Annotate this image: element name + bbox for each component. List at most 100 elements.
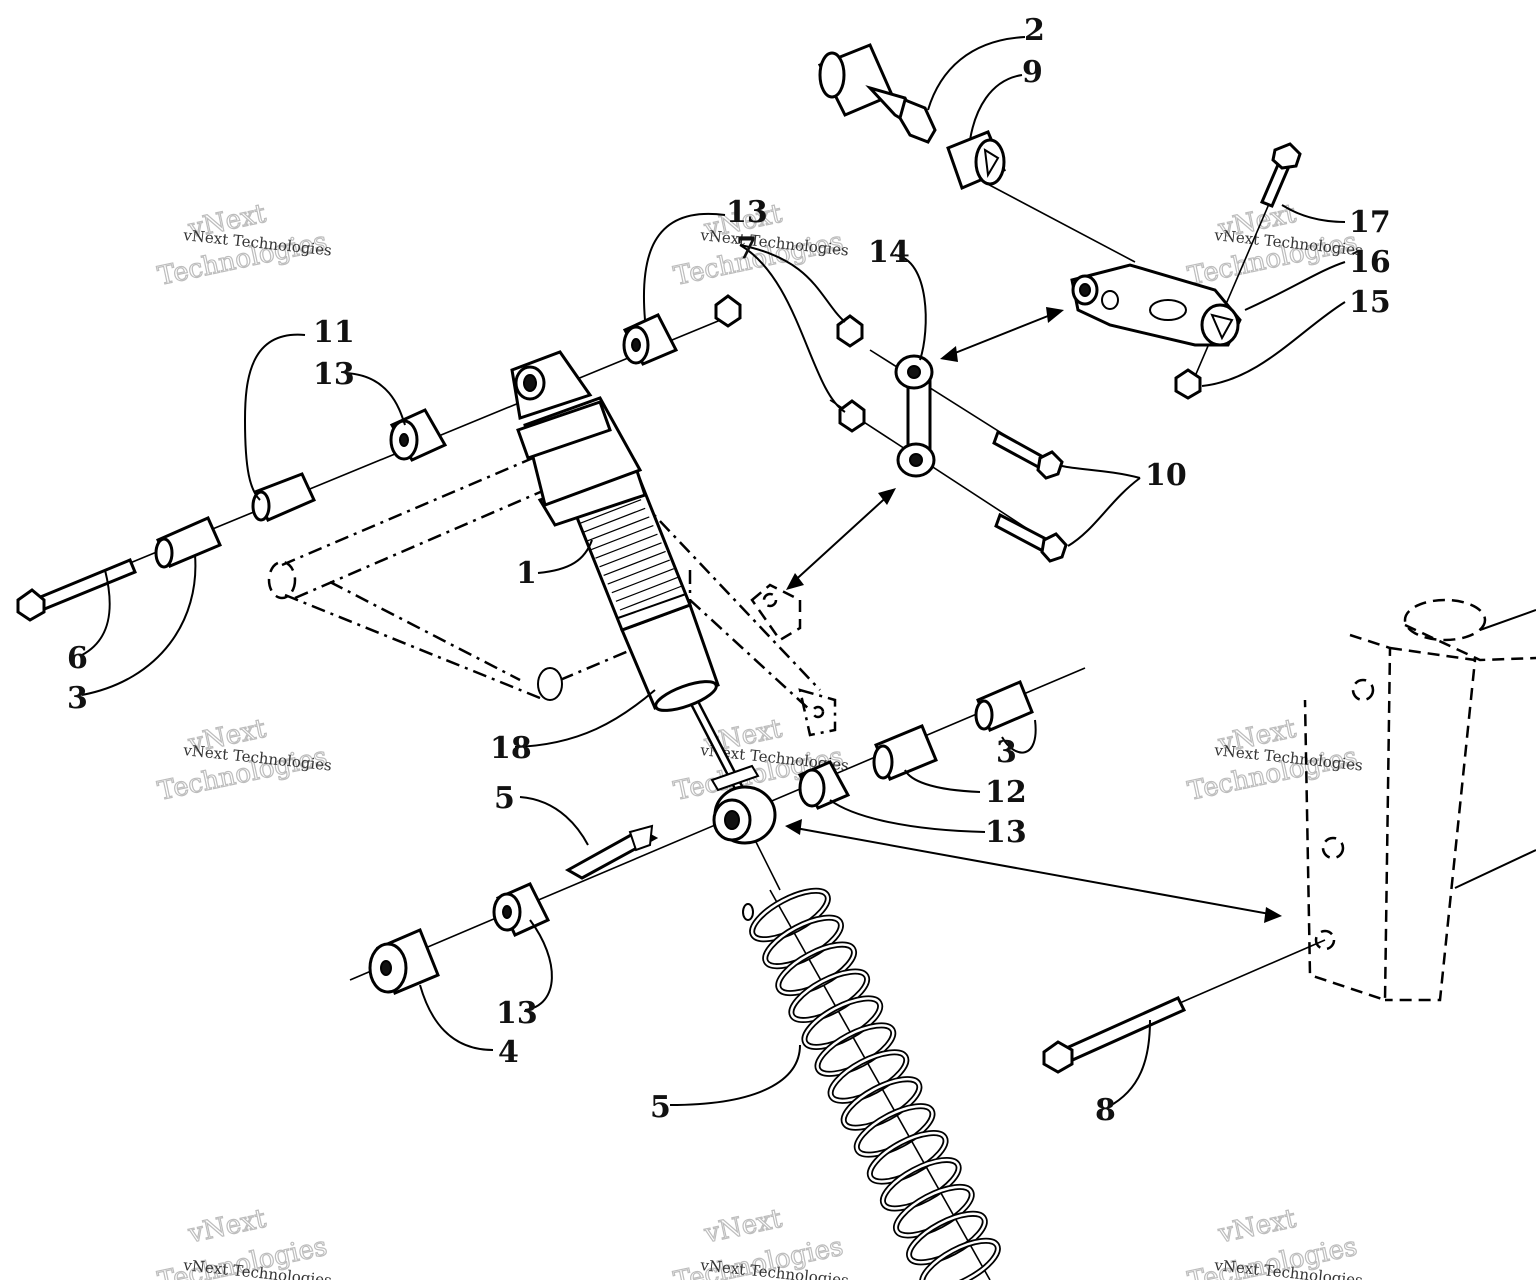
- leader-10: [969, 74, 1023, 141]
- callout-8: 7: [736, 231, 757, 266]
- leader-5: [669, 1044, 801, 1106]
- leader-6: [519, 796, 589, 846]
- callout-2: 2: [1024, 13, 1045, 48]
- sleeve-12-upper-face: [251, 490, 271, 522]
- callout-9: 8: [1095, 1093, 1116, 1128]
- leader-17: [1281, 204, 1346, 223]
- shock-thread-line: [591, 524, 654, 551]
- shock-thread-line: [599, 542, 662, 568]
- arrow-shock-to-frame: [789, 826, 1276, 916]
- shock-lower-eye-hole: [724, 810, 740, 830]
- leader-13-lower-right: [829, 799, 986, 833]
- callout-3-upper: 3: [67, 681, 88, 716]
- bushing-13-upper-left-hole: [399, 433, 409, 447]
- adjuster-assembly: [817, 43, 1302, 400]
- leader-12-upper: [243, 333, 306, 501]
- watermark-group: vNext Technologies vNext Technologies vN…: [155, 198, 1364, 1280]
- leader-1: [537, 539, 593, 574]
- callout-5: 5: [650, 1090, 671, 1125]
- a-arm-mount-hole: [811, 705, 825, 719]
- a-arm-link-hole: [762, 592, 778, 608]
- nut-upper: [714, 294, 742, 328]
- leader-11-upper: [1061, 465, 1141, 479]
- clip-pin-head: [628, 824, 654, 852]
- shock-adjust-nut: [516, 400, 612, 460]
- sleeve-3-upper-face: [154, 537, 174, 569]
- linkage-assembly: [836, 314, 1068, 563]
- leader-16: [1244, 261, 1346, 311]
- shock-lower-cap: [654, 680, 718, 712]
- arrow-head: [1046, 307, 1064, 323]
- leader-4: [419, 984, 494, 1051]
- arrow-link-to-bracket: [789, 491, 893, 586]
- callout-4: 4: [498, 1035, 519, 1070]
- leader-18: [514, 689, 656, 748]
- shock-thread-line: [587, 516, 650, 542]
- frame-solid-tube: [1454, 609, 1536, 889]
- reference-arrows: [785, 307, 1282, 923]
- nut-8-lower: [838, 399, 866, 433]
- shock-spring-seat: [710, 764, 760, 792]
- callout-12-upper: 11: [313, 315, 355, 350]
- shock-thread-line: [619, 585, 683, 611]
- callout-1: 1: [516, 556, 537, 591]
- a-arm-mount-tab: [798, 688, 837, 737]
- adjuster-axis: [979, 179, 1136, 263]
- sleeve-3-lower-face: [974, 699, 994, 731]
- a-arm-top-inner: [294, 488, 546, 600]
- link-lower-eye-hole: [909, 453, 923, 467]
- callout-16: 16: [1349, 245, 1391, 280]
- spring-coil-highlight: [920, 1239, 1000, 1280]
- adjuster-tool-end: [818, 51, 846, 99]
- shock-thread-line: [611, 568, 675, 594]
- callout-11: 10: [1145, 458, 1187, 493]
- bolt-7-head: [16, 588, 46, 622]
- leader-13-upper-right: [642, 212, 726, 321]
- watermark-brand: vNext: [1215, 1204, 1299, 1250]
- arrow-link-to-arm: [944, 311, 1059, 358]
- nut-8-upper: [836, 314, 864, 348]
- leader-13-upper-left: [344, 372, 406, 426]
- shock-spring-axis: [754, 839, 781, 891]
- leader-3-lower: [1001, 719, 1037, 754]
- callout-10: 9: [1022, 55, 1043, 90]
- leader-14: [894, 254, 927, 361]
- leader-9: [1107, 1019, 1151, 1108]
- watermark-brand: vNext: [185, 1204, 269, 1250]
- leader-13-lower: [524, 919, 553, 1011]
- lower-hardware: [368, 680, 1034, 995]
- leader-8-lower: [739, 244, 846, 413]
- bolt-9-head: [1042, 1040, 1074, 1074]
- callout-17: 17: [1349, 205, 1391, 240]
- bushing-13-lower-hole: [502, 905, 512, 919]
- adjuster-arm-eye-hole: [1079, 283, 1091, 297]
- frame-hole-middle: [1321, 836, 1345, 860]
- callout-labels: 2 9 13 7 14 17 16 15 10 11 13 1 6 3 18 5…: [67, 13, 1391, 1128]
- arrow-head: [940, 346, 958, 362]
- frame-upper-tube: [1404, 623, 1536, 662]
- arrow-head: [878, 488, 896, 505]
- sleeve-12-lower-face: [872, 744, 894, 780]
- a-arm-diagonal: [329, 580, 521, 682]
- callout-13-lower-right: 13: [985, 815, 1027, 850]
- nut-15: [1174, 368, 1202, 400]
- bolt-11-upper-shank: [992, 429, 1047, 471]
- adjuster-arm-square: [1210, 313, 1234, 341]
- arrow-head: [1264, 907, 1282, 923]
- spring-coils: [749, 887, 1001, 1280]
- callout-13-lower: 13: [496, 996, 538, 1031]
- frame-phantom: [1303, 598, 1536, 1002]
- spring-coil: [919, 1237, 1001, 1280]
- leader-12-lower: [904, 769, 981, 793]
- callout-13-upper-left: 13: [313, 357, 355, 392]
- upper-hardware: [16, 294, 742, 622]
- adjuster-arm-slot: [1149, 299, 1187, 321]
- shock-thread-line: [582, 507, 646, 533]
- frame-front-plate: [1385, 646, 1477, 1002]
- bolt-9-shank: [1059, 996, 1187, 1064]
- callout-12-lower: 12: [985, 775, 1027, 810]
- collar-10-square-hole: [983, 148, 1000, 179]
- arrow-head: [786, 573, 804, 590]
- shock-absorber: [510, 350, 777, 845]
